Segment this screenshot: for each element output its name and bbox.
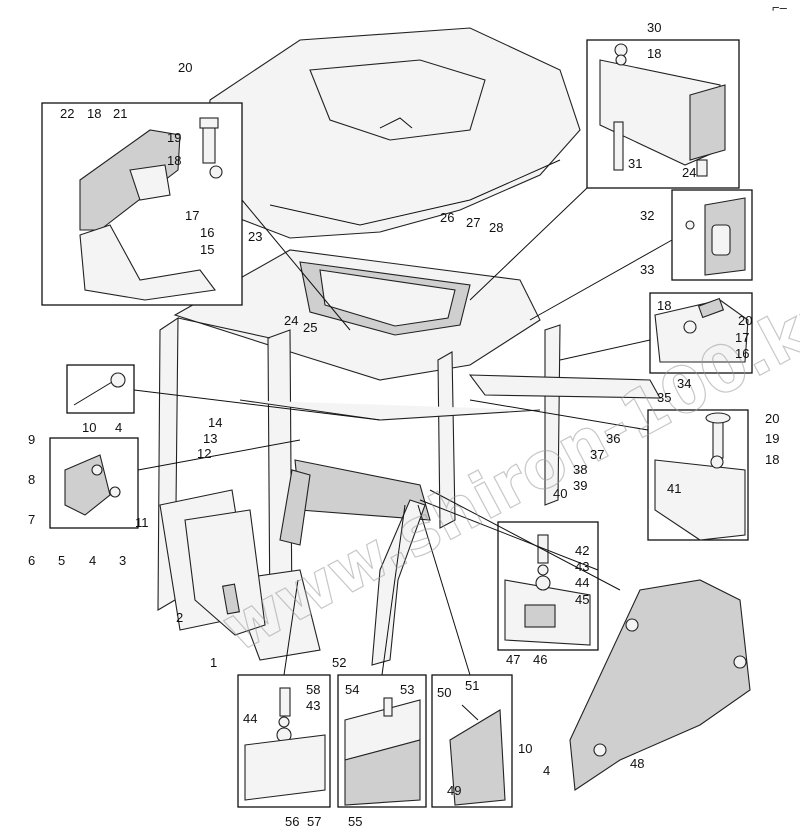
callout-47: 47 bbox=[506, 652, 520, 667]
callout-57: 57 bbox=[307, 814, 321, 829]
roof-panel bbox=[204, 27, 581, 239]
detail-box-56-57 bbox=[237, 674, 331, 808]
callout-6: 6 bbox=[28, 553, 35, 568]
callout-37: 37 bbox=[590, 447, 604, 462]
callout-18d: 18 bbox=[657, 298, 671, 313]
corner-mark: ⌐– bbox=[772, 0, 788, 15]
callout-24a: 24 bbox=[284, 313, 298, 328]
detail-box-bolt-10 bbox=[66, 364, 135, 414]
callout-38: 38 bbox=[573, 462, 587, 477]
callout-45: 45 bbox=[575, 592, 589, 607]
callout-44b: 44 bbox=[243, 711, 257, 726]
callout-7: 7 bbox=[28, 512, 35, 527]
detail-box-hinge bbox=[41, 102, 243, 306]
callout-19: 19 bbox=[167, 130, 181, 145]
callout-14: 14 bbox=[208, 415, 222, 430]
detail-box-right-latch bbox=[649, 292, 753, 374]
callout-8: 8 bbox=[28, 472, 35, 487]
callout-55: 55 bbox=[348, 814, 362, 829]
callout-33: 33 bbox=[640, 262, 654, 277]
callout-11: 11 bbox=[135, 515, 149, 530]
detail-box-41 bbox=[647, 409, 749, 541]
callout-1: 1 bbox=[210, 655, 217, 670]
detail-box-bracket-top-right bbox=[586, 39, 740, 189]
callout-9: 9 bbox=[28, 432, 35, 447]
callout-18e: 18 bbox=[765, 452, 779, 467]
callout-54: 54 bbox=[345, 682, 359, 697]
callout-18b: 18 bbox=[167, 153, 181, 168]
callout-20c: 20 bbox=[765, 411, 779, 426]
callout-16b: 16 bbox=[735, 346, 749, 361]
callout-28: 28 bbox=[489, 220, 503, 235]
callout-56: 56 bbox=[285, 814, 299, 829]
callout-42: 42 bbox=[575, 543, 589, 558]
callout-5: 5 bbox=[58, 553, 65, 568]
callout-34: 34 bbox=[677, 376, 691, 391]
callout-32: 32 bbox=[640, 208, 654, 223]
callout-25: 25 bbox=[303, 320, 317, 335]
callout-46: 46 bbox=[533, 652, 547, 667]
callout-24b: 24 bbox=[682, 165, 696, 180]
callout-36: 36 bbox=[606, 431, 620, 446]
detail-box-left-mount bbox=[49, 437, 139, 529]
callout-23: 23 bbox=[248, 229, 262, 244]
detail-box-panel-33 bbox=[671, 189, 753, 281]
callout-39: 39 bbox=[573, 478, 587, 493]
callout-40: 40 bbox=[553, 486, 567, 501]
callout-48: 48 bbox=[630, 756, 644, 771]
callout-4: 4 bbox=[89, 553, 96, 568]
callout-18a: 18 bbox=[87, 106, 101, 121]
callout-16: 16 bbox=[200, 225, 214, 240]
cab-frame bbox=[157, 249, 661, 666]
callout-17b: 17 bbox=[735, 330, 749, 345]
callout-15: 15 bbox=[200, 242, 214, 257]
callout-49: 49 bbox=[447, 783, 461, 798]
callout-31: 31 bbox=[628, 156, 642, 171]
callout-35: 35 bbox=[657, 390, 671, 405]
callout-44: 44 bbox=[575, 575, 589, 590]
mudguard bbox=[569, 579, 751, 791]
callout-2: 2 bbox=[176, 610, 183, 625]
callout-10b: 10 bbox=[518, 741, 532, 756]
callout-50: 50 bbox=[437, 685, 451, 700]
callout-3: 3 bbox=[119, 553, 126, 568]
callout-58: 58 bbox=[306, 682, 320, 697]
callout-30: 30 bbox=[647, 20, 661, 35]
leader-lines bbox=[133, 187, 673, 676]
callout-labels: 1 2 3 4 5 6 7 8 9 10 10 4 4 11 12 13 14 … bbox=[28, 20, 779, 829]
callout-52: 52 bbox=[332, 655, 346, 670]
callout-4b: 4 bbox=[115, 420, 122, 435]
callout-10: 10 bbox=[82, 420, 96, 435]
callout-19b: 19 bbox=[765, 431, 779, 446]
callout-21: 21 bbox=[113, 106, 127, 121]
callout-53: 53 bbox=[400, 682, 414, 697]
callout-43b: 43 bbox=[306, 698, 320, 713]
side-panel bbox=[159, 489, 266, 636]
detail-box-53-55 bbox=[337, 674, 427, 808]
callout-51: 51 bbox=[465, 678, 479, 693]
callout-43: 43 bbox=[575, 559, 589, 574]
callout-17: 17 bbox=[185, 208, 199, 223]
callout-18c: 18 bbox=[647, 46, 661, 61]
callout-22: 22 bbox=[60, 106, 74, 121]
callout-20: 20 bbox=[178, 60, 192, 75]
callout-26: 26 bbox=[440, 210, 454, 225]
detail-box-42-46 bbox=[497, 521, 599, 651]
callout-13: 13 bbox=[203, 431, 217, 446]
callout-41: 41 bbox=[667, 481, 681, 496]
callout-4c: 4 bbox=[543, 763, 550, 778]
callout-27: 27 bbox=[466, 215, 480, 230]
callout-20b: 20 bbox=[738, 313, 752, 328]
detail-box-49-51 bbox=[431, 674, 513, 808]
callout-12: 12 bbox=[197, 446, 211, 461]
